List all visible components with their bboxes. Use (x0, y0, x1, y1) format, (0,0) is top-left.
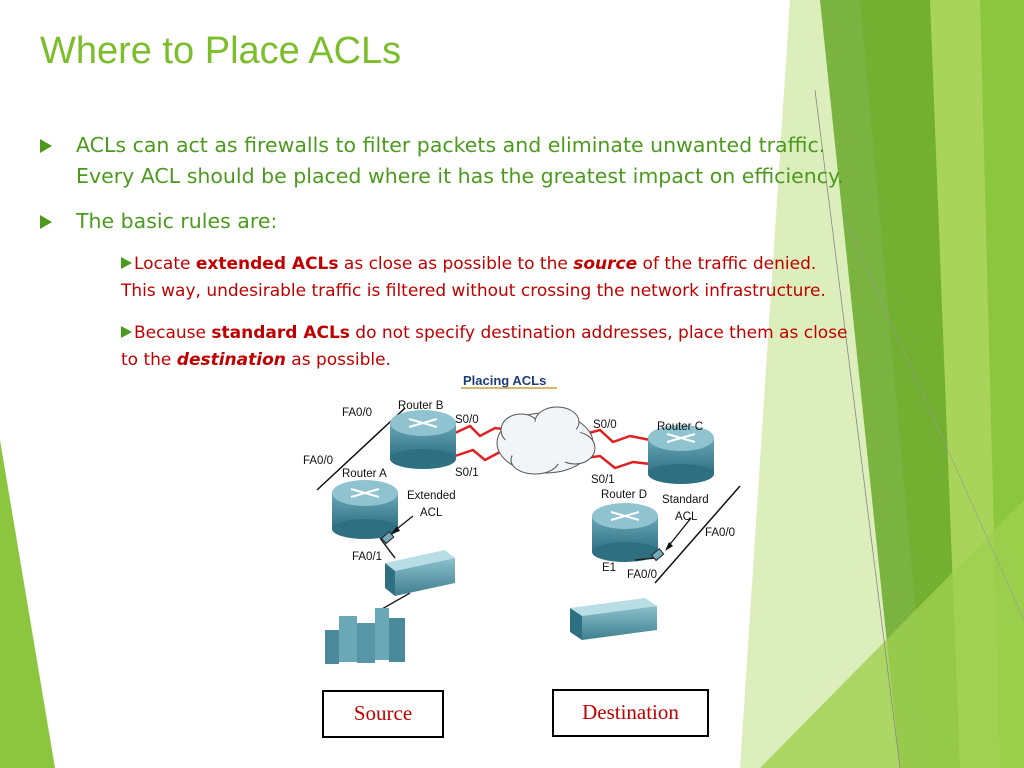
label-router-d: Router D (601, 489, 647, 501)
extended-acl-arrowhead (391, 526, 400, 534)
label-router-a: Router A (342, 468, 387, 480)
sub2-post: as possible. (285, 350, 391, 370)
router-d-icon (592, 503, 658, 562)
label-router-c: Router C (657, 421, 703, 433)
server-cluster-icon (325, 608, 405, 664)
bullet-1-line2: Every ACL should be placed where it has … (76, 164, 844, 188)
switch-a-icon (385, 550, 455, 596)
label-c-s00: S0/0 (593, 419, 617, 431)
sub2-line2-pre: to the (121, 350, 177, 370)
extended-acl-marker (380, 531, 395, 545)
sub2-bold: standard ACLs (211, 323, 350, 343)
label-std-acl: ACL (675, 511, 698, 523)
label-router-b: Router B (398, 400, 444, 412)
bullet-arrow-icon (40, 215, 52, 229)
router-c-icon (648, 425, 714, 484)
network-diagram: Placing ACLs (303, 373, 741, 664)
label-a-fa01: FA0/1 (352, 551, 382, 563)
sub1-pre: Locate (134, 254, 196, 274)
bottom-right-shape (760, 500, 1024, 768)
label-a-fa00: FA0/0 (303, 455, 333, 467)
page-title: Where to Place ACLs (40, 30, 402, 72)
router-d-switch-link (634, 557, 656, 561)
sub1-bold: extended ACLs (195, 254, 339, 274)
sub1-emphasis: source (573, 254, 638, 274)
source-label: Source (353, 701, 413, 725)
segment-c-line (654, 485, 741, 584)
standard-acl-arrow (666, 517, 692, 549)
sub-bullet-extended: Locate extended ACLs as close as possibl… (121, 251, 826, 305)
source-label-box: Source (322, 690, 444, 738)
label-standard: Standard (662, 494, 709, 506)
label-extended: Extended (407, 490, 456, 502)
sub1-post: of the traffic denied. (637, 254, 817, 274)
sub-bullet-arrow-icon (121, 326, 132, 338)
sub1-line2: This way, undesirable traffic is filtere… (121, 281, 826, 301)
destination-label-box: Destination (552, 689, 709, 737)
label-d-e1: E1 (602, 562, 616, 574)
right-thin-line (814, 89, 901, 768)
sub-bullet-standard: Because standard ACLs do not specify des… (121, 320, 848, 374)
sub2-mid: do not specify destination addresses, pl… (349, 323, 848, 343)
sub2-pre: Because (134, 323, 212, 343)
label-d-fa00-right: FA0/0 (705, 527, 735, 539)
label-b-s00: S0/0 (455, 414, 479, 426)
bullet-1-line1: ACLs can act as firewalls to filter pack… (76, 133, 826, 157)
bullet-1-text: ACLs can act as firewalls to filter pack… (76, 130, 844, 192)
label-b-fa00: FA0/0 (342, 407, 372, 419)
destination-label: Destination (582, 700, 679, 724)
sub-bullet-arrow-icon (121, 257, 132, 269)
serial-link-c-bottom (584, 454, 651, 470)
serial-link-b-top (454, 424, 511, 438)
label-c-s01: S0/1 (591, 474, 615, 486)
bullet-arrow-icon (40, 139, 52, 153)
sub2-emphasis: destination (176, 350, 286, 370)
diagram-title: Placing ACLs (463, 373, 546, 388)
router-b-icon (390, 410, 456, 469)
router-a-switch-link (379, 537, 396, 559)
label-b-s01: S0/1 (455, 467, 479, 479)
right-dark-band (820, 0, 960, 768)
serial-link-c-top (584, 428, 651, 444)
sub1-mid: as close as possible to the (338, 254, 574, 274)
switch-d-icon (570, 598, 657, 640)
standard-acl-arrowhead (665, 542, 673, 551)
router-a-icon (332, 480, 398, 539)
standard-acl-marker (650, 548, 665, 562)
right-thin-line-2 (844, 219, 1024, 621)
bullet-2-text: The basic rules are: (76, 209, 278, 233)
label-d-fa00-bottom: FA0/0 (627, 569, 657, 581)
wan-cloud-icon (496, 406, 596, 475)
left-accent-shape (0, 440, 55, 768)
label-ext-acl: ACL (420, 507, 443, 519)
